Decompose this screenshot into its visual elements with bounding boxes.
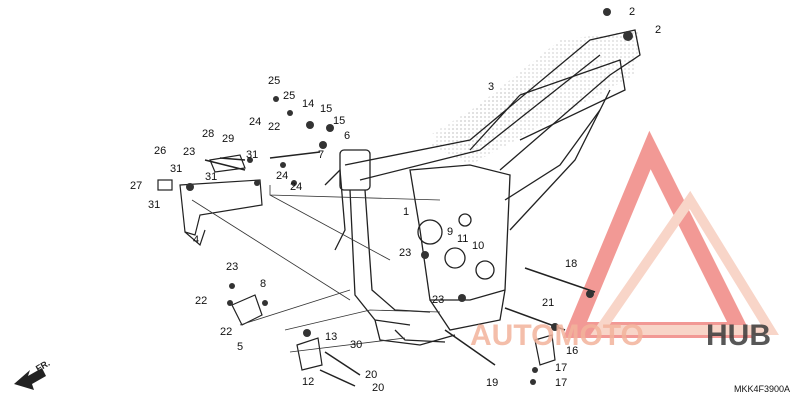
callout-10: 10 <box>472 240 484 252</box>
callout-31b: 31 <box>170 163 182 175</box>
diagram-code: MKK4F3900A <box>733 384 790 394</box>
callout-24b: 24 <box>276 170 288 182</box>
callout-26: 26 <box>154 145 166 157</box>
front-label: FR. <box>34 358 52 374</box>
callout-23b: 23 <box>399 247 411 259</box>
fasteners <box>186 8 633 385</box>
callout-16: 16 <box>566 345 578 357</box>
frame-shading <box>430 30 640 165</box>
callout-5: 5 <box>237 341 243 353</box>
callout-22c: 22 <box>220 326 232 338</box>
callout-labels: 2 2 3 25 25 14 15 15 22 6 24 7 28 29 31 … <box>130 6 661 394</box>
front-arrow: FR. <box>14 358 52 390</box>
callout-31a: 31 <box>246 149 258 161</box>
callout-20b: 20 <box>372 382 384 394</box>
callout-6: 6 <box>344 130 350 142</box>
callout-30: 30 <box>350 339 362 351</box>
small-brackets <box>231 294 556 371</box>
callout-23d: 23 <box>432 294 444 306</box>
callout-2a: 2 <box>629 6 635 18</box>
callout-19: 19 <box>486 377 498 389</box>
callout-25b: 25 <box>283 90 295 102</box>
main-frame <box>324 29 641 346</box>
callout-12: 12 <box>302 376 314 388</box>
callout-17a: 17 <box>555 362 567 374</box>
callout-31c: 31 <box>205 171 217 183</box>
watermark-part1: AUTOMOTO <box>470 319 644 352</box>
callout-15a: 15 <box>320 103 332 115</box>
callout-23a: 23 <box>183 146 195 158</box>
callout-23c: 23 <box>226 261 238 273</box>
watermark-text: AUTOMOTO HUB <box>470 319 771 352</box>
callout-14: 14 <box>302 98 314 110</box>
callout-25a: 25 <box>268 75 280 87</box>
callout-22a: 22 <box>268 121 280 133</box>
callout-22b: 22 <box>195 295 207 307</box>
callout-3: 3 <box>488 81 494 93</box>
callout-4: 4 <box>193 234 199 246</box>
watermark-logo <box>563 130 779 338</box>
footrest-bracket <box>157 154 263 247</box>
callout-8: 8 <box>260 278 266 290</box>
callout-27: 27 <box>130 180 142 192</box>
callout-24a: 24 <box>249 116 261 128</box>
callout-31d: 31 <box>148 199 160 211</box>
callout-2b: 2 <box>655 24 661 36</box>
callout-9: 9 <box>447 226 453 238</box>
callout-15b: 15 <box>333 115 345 127</box>
callout-20a: 20 <box>365 369 377 381</box>
guide-lines <box>191 185 441 353</box>
callout-24c: 24 <box>290 181 302 193</box>
watermark-part2: HUB <box>706 319 771 352</box>
callout-7: 7 <box>318 149 324 161</box>
callout-18: 18 <box>565 258 577 270</box>
callout-21: 21 <box>542 297 554 309</box>
callout-1: 1 <box>403 206 409 218</box>
callout-17b: 17 <box>555 377 567 389</box>
callout-11: 11 <box>457 233 468 245</box>
long-bolts <box>204 151 596 387</box>
callout-29: 29 <box>222 133 234 145</box>
callout-13: 13 <box>325 331 337 343</box>
callout-28: 28 <box>202 128 214 140</box>
